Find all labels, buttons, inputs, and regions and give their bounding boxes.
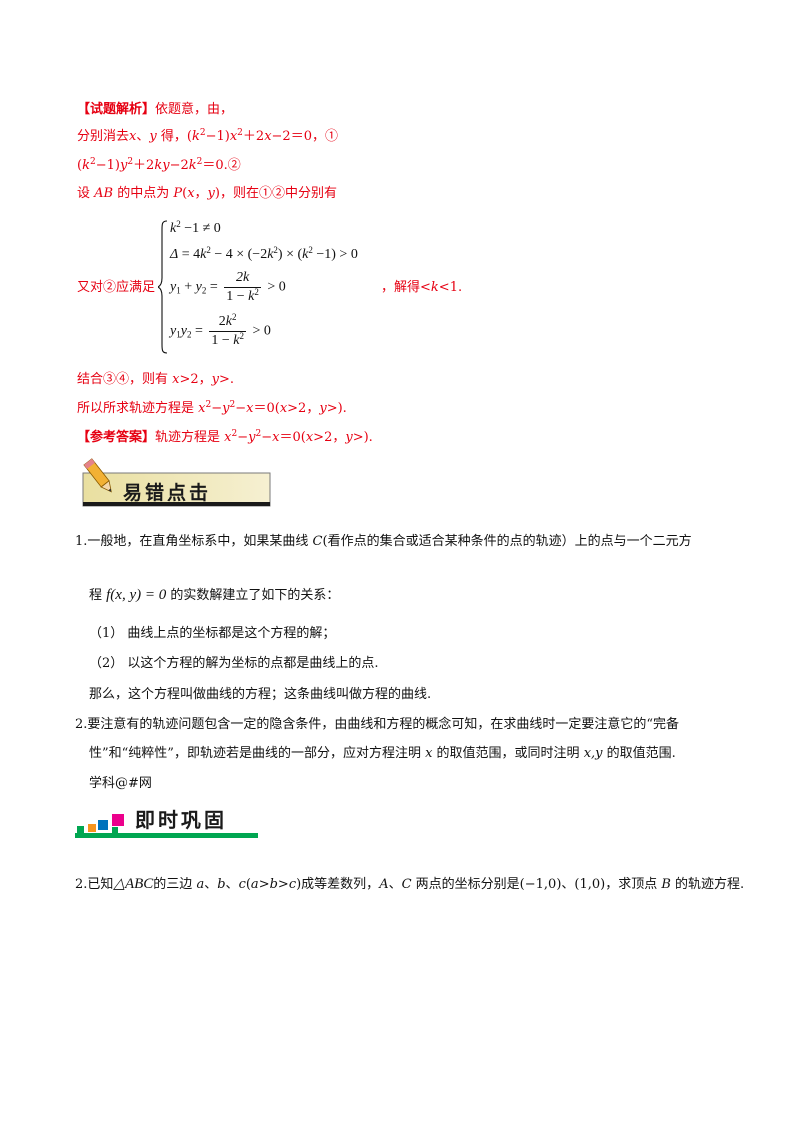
system-suffix: ，解得<k<1. xyxy=(381,280,463,295)
analysis-line-3: (k2−1)y2＋2ky−2k2＝0.② xyxy=(77,157,241,174)
equation-system: k2 −1 ≠ 0 Δ = 4k2 − 4 × (−2k2) × (k2 −1)… xyxy=(158,218,428,356)
equation-1: k2 −1 ≠ 0 xyxy=(170,219,221,237)
note-1-line-1: 1.一般地，在直角坐标系中，如果某曲线 C(看作点的集合或适合某种条件的点的轨迹… xyxy=(75,534,692,549)
equation-2: Δ = 4k2 − 4 × (−2k2) × (k2 −1) > 0 xyxy=(170,245,358,263)
note-2-line-1: 2.要注意有的轨迹问题包含一定的隐含条件，由曲线和方程的概念可知，在求曲线时一定… xyxy=(75,717,680,732)
analysis-line-2: 分别消去x、y 得，(k2−1)x2＋2x−2＝0，① xyxy=(77,128,338,145)
banner-practice: 即时巩固 xyxy=(75,800,260,840)
watermark-text: 学科@#网 xyxy=(89,776,152,791)
equation-f: f(x, y) = 0 xyxy=(106,587,167,603)
banner-common-mistakes-title: 易错点击 xyxy=(123,482,212,504)
left-brace-icon xyxy=(158,220,168,354)
banner-practice-title: 即时巩固 xyxy=(135,808,227,832)
analysis-label: 【试题解析】 xyxy=(77,102,156,117)
fraction-4: 2k2 1 − k2 xyxy=(209,312,246,348)
note-2-line-2: 性”和“纯粹性”，即轨迹若是曲线的一部分，应对方程注明 x 的取值范围，或同时注… xyxy=(89,746,676,761)
exercise-2: 2.已知△ABC的三边 a、b、c(a>b>c)成等差数列，A、C 两点的坐标分… xyxy=(75,876,745,892)
answer-label: 【参考答案】 xyxy=(77,430,156,445)
analysis-intro: 依题意，由， xyxy=(155,102,234,117)
color-squares-icon xyxy=(75,808,258,838)
answer-line: 【参考答案】轨迹方程是 x2−y2−x＝0(x>2，y>). xyxy=(77,429,373,446)
equation-4: y1y2 = 2k2 1 − k2 > 0 xyxy=(170,312,271,349)
system-prefix: 又对②应满足 xyxy=(77,280,156,295)
banner-common-mistakes: 易错点击 xyxy=(75,453,272,508)
banner-background xyxy=(82,472,271,507)
analysis-line-5: 结合③④，则有 x>2，y>. xyxy=(77,372,235,387)
fraction-3: 2k 1 − k2 xyxy=(224,270,261,304)
analysis-line-6: 所以所求轨迹方程是 x2−y2−x＝0(x>2，y>). xyxy=(77,400,347,417)
note-1-line-2: 程 f(x, y) = 0 的实数解建立了如下的关系： xyxy=(89,587,340,603)
analysis-line-4: 设 AB 的中点为 P(x，y)，则在①②中分别有 xyxy=(77,186,337,201)
pencil-icon xyxy=(83,458,112,493)
note-1-summary: 那么，这个方程叫做曲线的方程；这条曲线叫做方程的曲线. xyxy=(89,687,432,702)
analysis-line-1: 【试题解析】依题意，由， xyxy=(77,101,233,119)
note-1-item-1: （1） 曲线上点的坐标都是这个方程的解； xyxy=(89,626,336,641)
equation-3: y1 + y2 = 2k 1 − k2 > 0 xyxy=(170,270,286,304)
note-1-item-2: （2） 以这个方程的解为坐标的点都是曲线上的点. xyxy=(89,656,379,671)
